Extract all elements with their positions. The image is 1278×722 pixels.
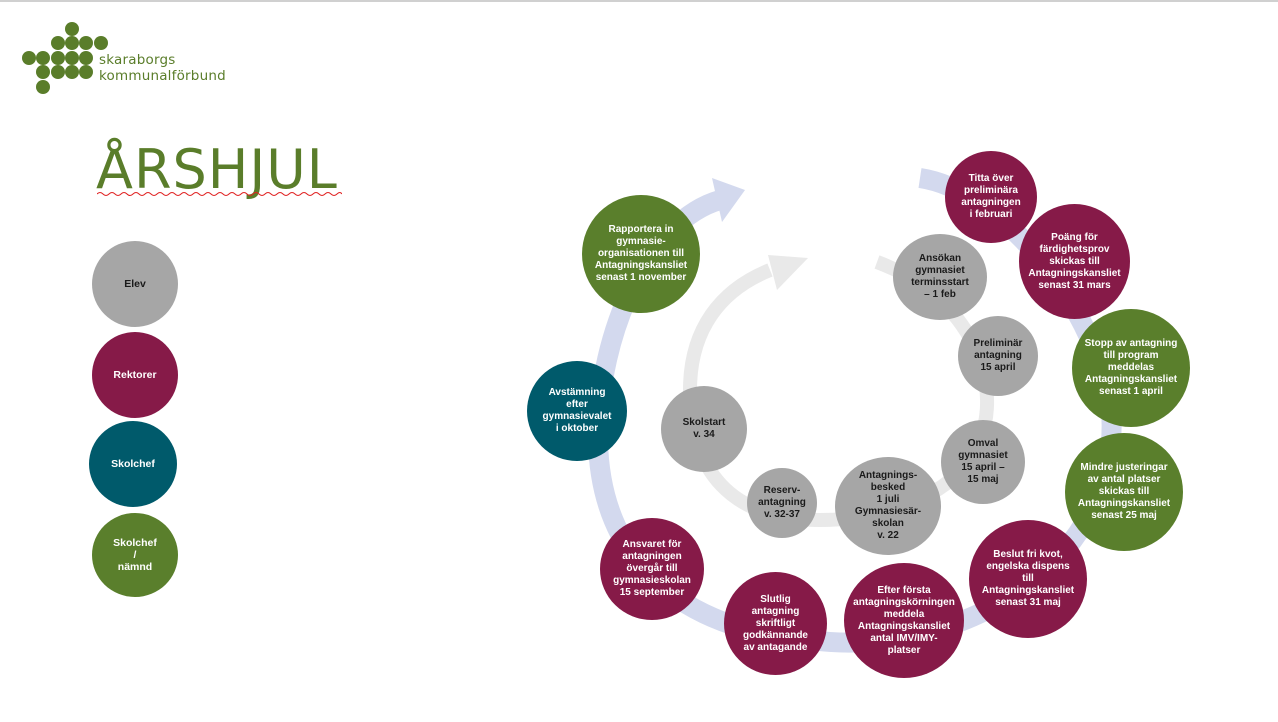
wheel-skolstart: Skolstart v. 34	[661, 386, 747, 472]
logo-dots-icon	[22, 22, 108, 94]
spellcheck-underline	[97, 192, 342, 196]
wheel-mindre-justeringar: Mindre justeringar av antal platser skic…	[1065, 433, 1183, 551]
legend-skolchef: Skolchef	[89, 421, 177, 507]
wheel-poang-fardighetsprov: Poäng för färdighetsprov skickas till An…	[1019, 204, 1130, 319]
wheel-rapportera-organisation: Rapportera in gymnasie- organisationen t…	[582, 195, 700, 313]
wheel-avstamning-oktober: Avstämning efter gymnasievalet i oktober	[527, 361, 627, 461]
wheel-omval-gymnasiet: Omval gymnasiet 15 april – 15 maj	[941, 420, 1025, 504]
logo-text: skaraborgs kommunalförbund	[99, 52, 226, 84]
page-title: ÅRSHJUL	[96, 138, 338, 201]
logo-line-1: skaraborgs	[99, 52, 176, 68]
legend-skolchef-namnd: Skolchef / nämnd	[92, 513, 178, 597]
logo-line-2: kommunalförbund	[99, 68, 226, 84]
wheel-slutlig-antagning: Slutlig antagning skriftligt godkännande…	[724, 572, 827, 675]
wheel-preliminar-antagning: Preliminär antagning 15 april	[958, 316, 1038, 396]
wheel-stopp-antagning: Stopp av antagning till program meddelas…	[1072, 309, 1190, 427]
wheel-antagningsbesked: Antagnings- besked 1 juli Gymnasiesär- s…	[835, 457, 941, 555]
wheel-efter-forsta-antagning: Efter första antagningskörningen meddela…	[844, 563, 964, 678]
wheel-ansokan-gymnasiet: Ansökan gymnasiet terminsstart – 1 feb	[893, 234, 987, 320]
wheel-beslut-fri-kvot: Beslut fri kvot, engelska dispens till A…	[969, 520, 1087, 638]
wheel-ansvaret-overgar: Ansvaret för antagningen övergår till gy…	[600, 518, 704, 620]
legend-elev: Elev	[92, 241, 178, 327]
top-border	[0, 0, 1278, 2]
wheel-titta-preliminara: Titta över preliminära antagningen i feb…	[945, 151, 1037, 243]
legend-rektorer: Rektorer	[92, 332, 178, 418]
wheel-reservantagning: Reserv- antagning v. 32-37	[747, 468, 817, 538]
